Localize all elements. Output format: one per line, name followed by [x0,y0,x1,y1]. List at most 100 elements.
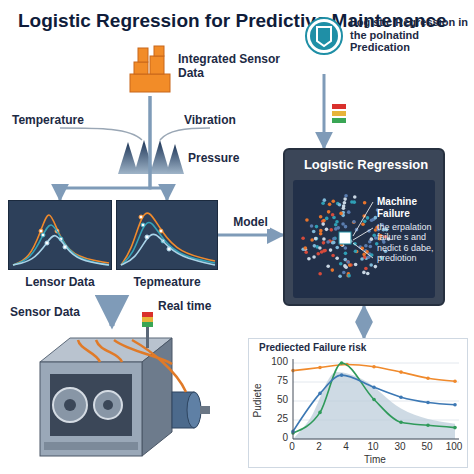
risk-point [399,420,403,424]
data-dot [322,237,326,241]
funnel-line [60,128,142,140]
axis-label: 25 [277,413,288,424]
data-dot [366,272,370,276]
data-dot [326,264,330,268]
data-dot [370,237,374,241]
data-dot [350,200,354,204]
data-dot [342,204,346,208]
data-dot [322,241,326,245]
data-dot [363,201,367,205]
status-bars [332,104,346,123]
risk-area [293,372,455,439]
data-dot [335,220,339,224]
risk-point [453,379,457,383]
wire [132,340,186,392]
data-dot [374,216,378,220]
y-axis [293,359,294,439]
data-dot [364,267,368,271]
x-axis [293,439,459,440]
model-box: Logistic RegressionMachine Failurethe er… [283,148,445,306]
curve-point [159,229,163,233]
flow-arrow [363,306,366,338]
motor-shaft [200,406,210,414]
risk-point [453,403,457,407]
axis-label: 10 [367,441,378,452]
panel-plot [117,201,217,269]
curve-point [41,233,45,237]
model-icon [304,16,344,56]
curve-point [39,229,43,233]
data-dot [319,215,323,219]
signal-light [142,322,153,327]
sensor-block [134,62,148,74]
data-dot [332,237,336,241]
icon-glyph [317,27,331,46]
sensor-block [150,56,164,74]
data-dot [319,229,323,233]
sensor-funnel [60,128,210,140]
data-dot [360,257,364,261]
signal-curve [121,213,215,265]
data-dot [331,213,335,217]
data-dot [329,248,333,252]
data-dot [369,245,373,249]
data-dot [305,218,309,222]
axis-label: 75 [277,375,288,386]
data-dot [335,256,339,260]
risk-point [372,398,376,402]
wire [114,340,172,364]
sensor-chart: Tepmeature [116,200,218,296]
data-dot [307,257,311,261]
data-dot [320,250,324,254]
data-dot [323,198,327,202]
sensor-source: Integrated Sensor Data [128,44,293,96]
data-dot [331,254,335,258]
leader-line [353,202,373,236]
data-dot [364,244,368,248]
data-dot [344,246,348,250]
data-dot [314,237,318,241]
risk-point [372,365,376,369]
risk-point [340,373,344,377]
risk-curve [293,363,455,433]
data-dot [339,262,343,266]
icon-ring [306,18,342,54]
sensor-block [138,48,148,62]
machine-window [50,374,132,436]
data-dot [328,203,332,207]
spike [166,144,184,174]
grid-line [293,382,459,383]
data-dot [354,263,358,267]
node-text: Machine Failure [377,196,441,219]
node-text: the erpalation failure s and nedict 6 da… [377,222,441,263]
data-dot [347,274,351,278]
risk-point [318,392,322,396]
data-dot [344,225,348,229]
data-dot [343,197,347,201]
axis-label: 4 [343,441,349,452]
decision-point [339,232,351,244]
data-dot [374,236,378,240]
status-bar [332,118,346,123]
curve-point [145,235,149,239]
data-dot [318,246,322,250]
edge-label: Model [231,216,270,229]
annotation-label: Real time [158,300,211,313]
spike [150,140,170,174]
signal-post [146,326,149,348]
leader-line [353,243,373,258]
node-heading: Tepmeature [116,276,218,290]
data-dot [339,212,343,216]
sensor-block [130,74,170,92]
annotation-label: Vibration [184,114,236,127]
annotation-label: Pressure [188,152,239,165]
risk-curve [293,375,455,431]
data-dot [341,222,345,226]
data-dot [344,252,348,256]
risk-point [453,426,457,430]
machine-feed-arrow [112,300,113,326]
gear [94,391,122,419]
axis-label: 0 [289,441,295,452]
signal-curve [13,215,109,265]
signal-light [142,312,153,317]
